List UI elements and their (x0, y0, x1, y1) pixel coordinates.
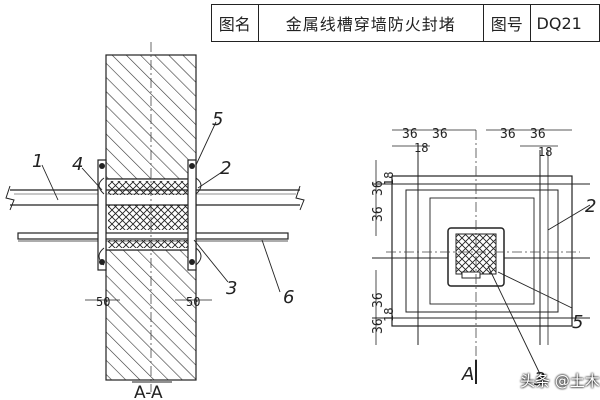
dim-side-18a: 18 (382, 172, 396, 186)
callout-4: 4 (72, 154, 83, 175)
watermark: 头条 @土木 (520, 372, 600, 390)
dim-50-right: 50 (186, 295, 200, 309)
dim-top-18b: 18 (538, 145, 552, 159)
leader-1 (41, 164, 59, 201)
outer-frame (391, 175, 573, 327)
drawing-code: DQ21 (529, 4, 600, 42)
leader-5 (195, 121, 217, 166)
dim-top-36a: 36 (402, 127, 418, 142)
title-block: 图名 金属线槽穿墙防火封堵 图号 DQ21 (211, 4, 600, 42)
leader-6 (261, 239, 281, 293)
title-name-label: 图名 (211, 4, 259, 42)
break-mark-left (5, 185, 15, 211)
callout-3: 3 (226, 278, 237, 299)
leader-2 (197, 171, 223, 189)
dim-side-18b: 18 (382, 308, 396, 322)
dim-top-36d: 36 (530, 127, 546, 142)
leader-4 (81, 167, 103, 191)
right-angle-bracket (187, 159, 202, 271)
section-label: A-A (134, 383, 163, 400)
section-view-a-a: 50 50 1 4 5 2 3 6 A-A (5, 42, 305, 400)
dim-50-left: 50 (96, 295, 110, 309)
support-plate (17, 232, 289, 240)
leader-r5 (497, 271, 573, 309)
leader-3 (193, 239, 229, 283)
dim-top-36b: 36 (432, 127, 448, 142)
drawing-title: 金属线槽穿墙防火封堵 (257, 4, 485, 42)
front-view: 36 36 36 36 18 18 36 36 36 36 18 18 2 5 … (371, 127, 596, 390)
callout-r3: 3 (534, 369, 545, 390)
callout-6: 6 (283, 287, 294, 308)
dim-top-36c: 36 (500, 127, 516, 142)
dim-top-18a: 18 (414, 141, 428, 155)
leader-r2 (547, 204, 591, 231)
tray-clip (461, 271, 481, 279)
callout-2: 2 (220, 158, 231, 179)
inner-frame (429, 197, 535, 305)
mid-frame (405, 189, 559, 313)
dim-side-36b: 36 (371, 180, 386, 196)
leader-r3 (487, 265, 541, 375)
callout-1: 1 (32, 151, 43, 172)
dim-side-36a: 36 (371, 206, 386, 222)
dim-side-36c: 36 (371, 318, 386, 334)
left-angle-bracket (97, 159, 107, 271)
break-mark-right (295, 185, 305, 211)
callout-r2: 2 (585, 196, 596, 217)
section-mark-a: A (461, 364, 474, 385)
callout-r5: 5 (572, 312, 583, 333)
callout-5: 5 (212, 109, 223, 130)
dim-side-36d: 36 (371, 292, 386, 308)
